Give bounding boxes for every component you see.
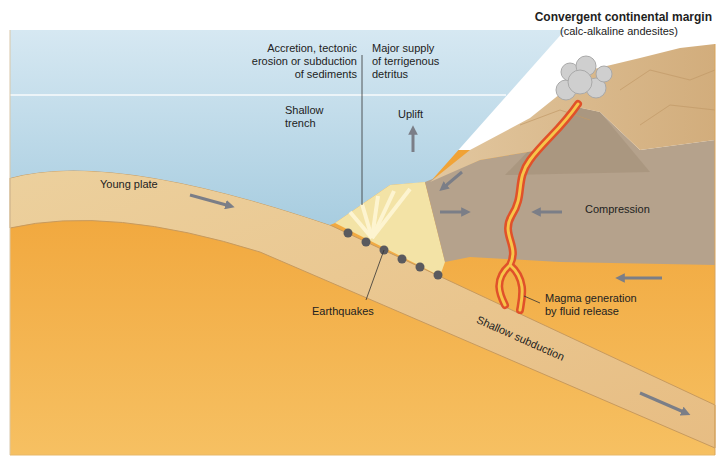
callout-label: (calc-alkaline andesites) [560,25,678,38]
block-edge [715,44,716,455]
callout-label: Shallow trench [285,104,330,130]
magma-conduit [499,104,578,310]
motion-arrows [190,130,686,413]
callout-label: Earthquakes [312,305,374,318]
oceanic-plate [10,170,715,448]
callout-label: Accretion, tectonic erosion or subductio… [245,42,357,81]
earthquake-dots [344,229,443,280]
callout-label: Magma generation by fluid release [545,292,645,318]
mountain-ridges [520,70,715,125]
sea-surface-line [10,94,506,96]
accretionary-wedge [335,182,445,276]
block-edge [10,30,11,455]
ash-cloud [556,56,612,100]
callout-label: Compression [585,203,650,216]
leader-lines [362,55,540,303]
callout-label: Uplift [398,108,423,121]
callout-label: Major supply of terrigenous detritus [372,42,443,81]
diagram-title: Convergent continental margin [535,10,712,24]
callout-label: Young plate [100,178,158,191]
block-edge [10,455,715,456]
wedge-rays [350,189,410,238]
